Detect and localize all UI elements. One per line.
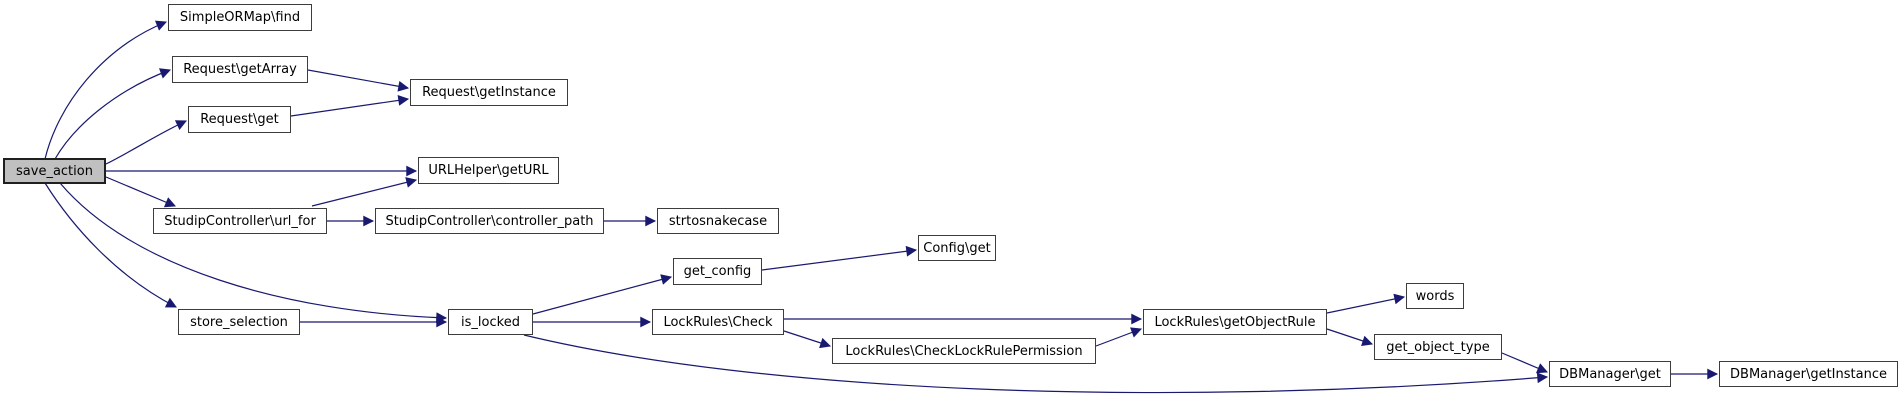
edge-lockrules_check-to-lockrules_checklockrulepermission [783, 330, 832, 349]
node-request_getinstance[interactable]: Request\getInstance [410, 79, 568, 106]
edge-is_locked-to-get_config [532, 274, 673, 315]
node-save_action: save_action [3, 158, 106, 184]
edge-save_action-to-simpleormap_find [44, 20, 168, 160]
edge-get_config-to-config_get [761, 245, 918, 271]
edge-save_action-to-request_get [105, 120, 187, 165]
edge-save_action-to-studipcontroller_url_for [105, 176, 176, 208]
node-lockrules_checklockrulepermission[interactable]: LockRules\CheckLockRulePermission [832, 338, 1096, 364]
node-simpleormap_find[interactable]: SimpleORMap\find [168, 4, 312, 31]
edge-studipcontroller_url_for-to-urlhelper_geturl [311, 177, 418, 207]
node-config_get[interactable]: Config\get [918, 235, 996, 261]
node-words[interactable]: words [1406, 283, 1464, 309]
edge-lockrules_getobjectrule-to-get_object_type [1326, 328, 1374, 347]
edge-get_object_type-to-dbmanager_get [1501, 352, 1548, 374]
node-is_locked[interactable]: is_locked [448, 309, 533, 335]
node-request_get[interactable]: Request\get [188, 106, 291, 133]
node-studipcontroller_url_for[interactable]: StudipController\url_for [153, 208, 327, 234]
edge-is_locked-to-dbmanager_get [523, 334, 1549, 394]
edge-save_action-to-is_locked [59, 182, 448, 324]
node-lockrules_check[interactable]: LockRules\Check [652, 309, 784, 335]
node-get_object_type[interactable]: get_object_type [1374, 334, 1502, 360]
node-lockrules_getobjectrule[interactable]: LockRules\getObjectRule [1143, 309, 1327, 335]
node-request_getarray[interactable]: Request\getArray [172, 56, 308, 83]
node-get_config[interactable]: get_config [673, 258, 762, 285]
node-studipcontroller_controller_path[interactable]: StudipController\controller_path [375, 208, 604, 234]
edge-request_get-to-request_getinstance [290, 95, 410, 117]
node-strtosnakecase[interactable]: strtosnakecase [657, 208, 779, 234]
edge-request_getarray-to-request_getinstance [307, 69, 410, 92]
node-urlhelper_geturl[interactable]: URLHelper\getURL [418, 157, 559, 184]
node-dbmanager_get[interactable]: DBManager\get [1549, 361, 1671, 387]
edge-lockrules_checklockrulepermission-to-lockrules_getobjectrule [1095, 327, 1143, 347]
node-dbmanager_getinstance[interactable]: DBManager\getInstance [1719, 361, 1898, 387]
edge-save_action-to-store_selection [44, 182, 177, 308]
edge-lockrules_getobjectrule-to-words [1326, 293, 1406, 314]
edge-save_action-to-request_getarray [54, 68, 172, 160]
node-store_selection[interactable]: store_selection [178, 309, 300, 335]
